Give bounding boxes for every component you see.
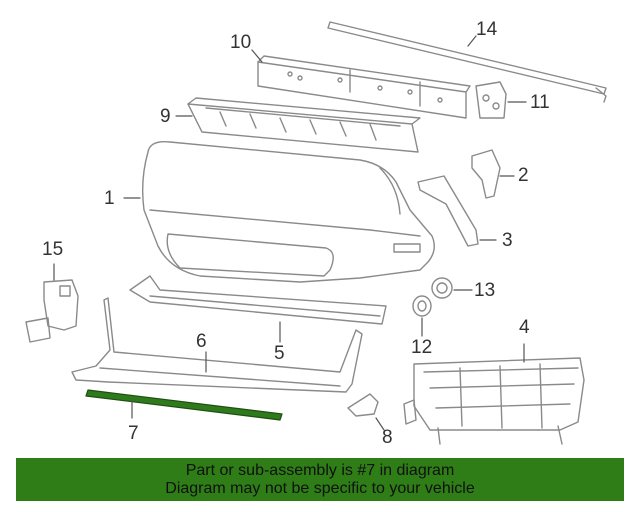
part-6-under-tray[interactable] xyxy=(71,297,363,393)
part-10-bar[interactable] xyxy=(257,55,471,119)
callout-9: 9 xyxy=(160,106,171,127)
part-4-support[interactable] xyxy=(403,357,585,445)
callout-13: 13 xyxy=(474,280,496,301)
callout-11: 11 xyxy=(530,92,550,113)
part-2-bracket[interactable] xyxy=(471,149,501,199)
part-7-highlighted-strip[interactable] xyxy=(85,389,283,421)
part-5-lower-trim[interactable] xyxy=(129,275,387,325)
leader-lines xyxy=(53,35,527,431)
callout-3: 3 xyxy=(502,230,513,251)
banner-line-1: Part or sub-assembly is #7 in diagram xyxy=(185,462,455,479)
part-1-fascia[interactable] xyxy=(141,141,435,283)
part-9-reinforcement[interactable] xyxy=(187,97,421,153)
callout-12: 12 xyxy=(411,337,433,358)
callout-5: 5 xyxy=(274,343,285,364)
callout-15: 15 xyxy=(42,239,64,260)
callout-10: 10 xyxy=(230,32,252,53)
callout-4: 4 xyxy=(519,317,530,338)
parts-diagram xyxy=(25,21,607,445)
callout-2: 2 xyxy=(518,165,529,186)
part-13-grommet[interactable] xyxy=(431,277,453,299)
part-8-bracket[interactable] xyxy=(347,393,379,417)
part-11-bracket[interactable] xyxy=(475,81,507,119)
part-14-strip[interactable] xyxy=(327,21,607,103)
part-12-grommet[interactable] xyxy=(412,295,432,317)
callout-14: 14 xyxy=(476,19,498,40)
callout-7: 7 xyxy=(128,423,139,444)
callout-6: 6 xyxy=(196,331,207,352)
callout-1: 1 xyxy=(104,188,115,209)
part-3-bracket[interactable] xyxy=(417,175,479,247)
part-15-sensor[interactable] xyxy=(25,279,79,343)
banner-line-2: Diagram may not be specific to your vehi… xyxy=(165,480,475,497)
info-banner: Part or sub-assembly is #7 in diagram Di… xyxy=(16,458,624,501)
callout-8: 8 xyxy=(382,427,393,448)
